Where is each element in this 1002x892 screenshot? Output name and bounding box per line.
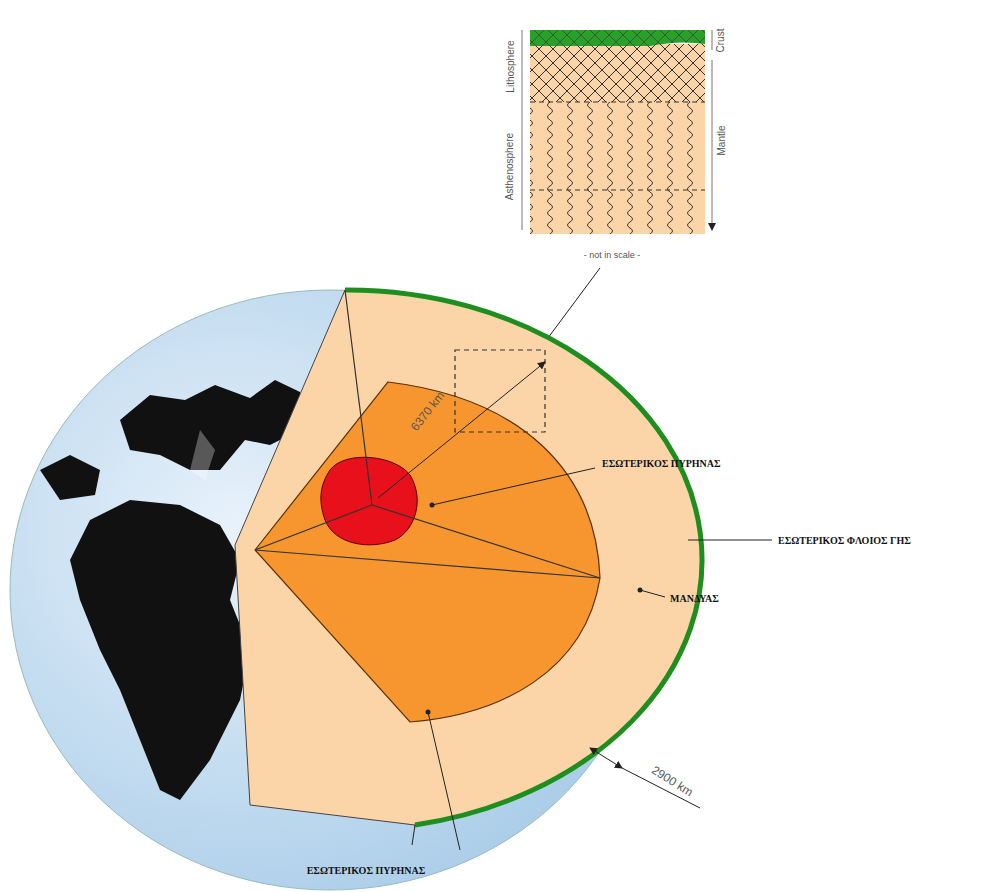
part-label: ΕΣΩΤΕΡΙΚΟΣ ΠΥΡΗΝΑΣ	[602, 458, 721, 469]
layer-label: Mantle	[715, 125, 726, 155]
part-label: ΕΣΩΤΕΡΙΚΟΣ ΠΥΡΗΝΑΣ	[307, 865, 426, 876]
scale-note: - not in scale -	[584, 251, 641, 261]
layer-label: Crust	[716, 28, 727, 52]
dimension-label: 2900 km	[649, 764, 695, 800]
layer-label: Asthenosphere	[505, 132, 516, 199]
part-label: ΜΑΝΔΥΑΣ	[670, 593, 719, 604]
part-label: ΕΣΩΤΕΡΙΚΟΣ ΦΛΟΙΟΣ ΓΗΣ	[778, 535, 911, 546]
layer-label: Lithosphere	[504, 40, 515, 92]
